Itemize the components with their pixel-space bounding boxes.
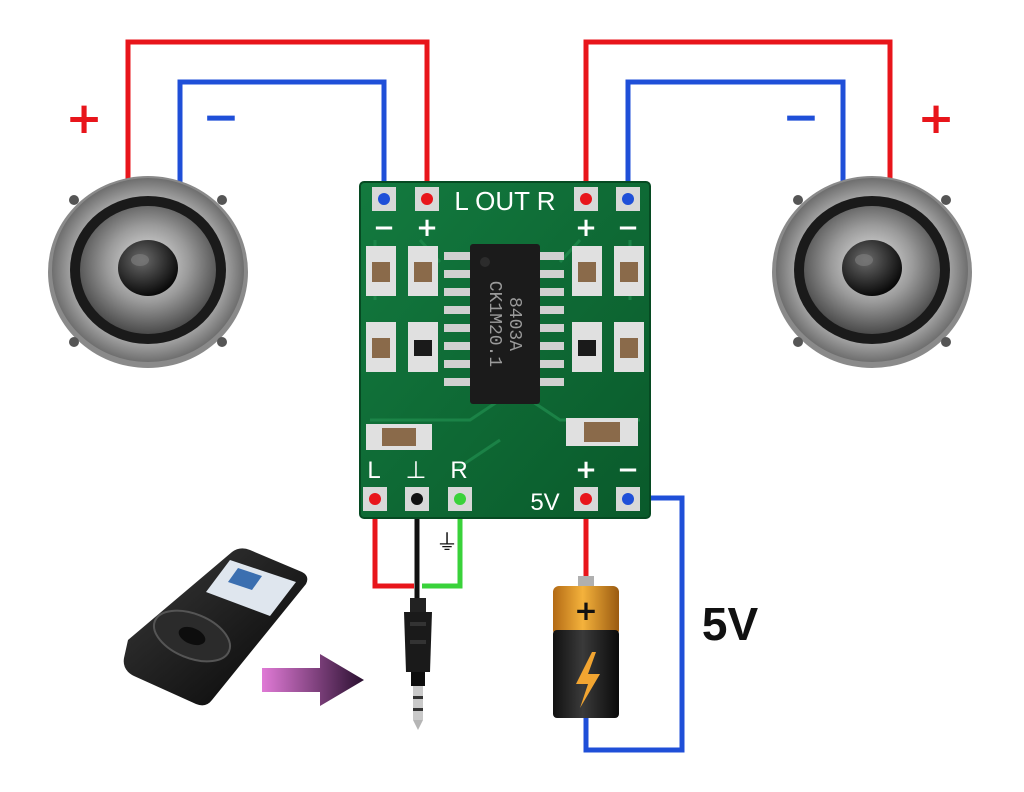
- pin-left-minus-label: −: [373, 213, 395, 243]
- input-pads: [363, 487, 640, 511]
- pin-right-plus-label: +: [575, 213, 597, 243]
- output-label: L OUT R: [454, 186, 555, 216]
- input-right-label: R: [450, 457, 467, 484]
- input-ground-label: ⊥: [406, 457, 427, 484]
- ground-symbol: ⏚: [436, 531, 458, 556]
- battery-plus-label: +: [574, 594, 597, 627]
- right-speaker-minus-sign: −: [783, 92, 820, 143]
- audio-jack: [404, 598, 432, 730]
- right-speaker-plus-sign: +: [918, 93, 955, 144]
- left-speaker-negative-wire: [177, 79, 387, 198]
- input-right-wire: [422, 498, 463, 589]
- input-left-label: L: [367, 457, 380, 484]
- power-voltage-label: 5V: [702, 598, 759, 650]
- amplifier-chip: 8403A CK1M20.1: [444, 244, 564, 404]
- battery: +: [553, 576, 619, 718]
- right-speaker: [772, 176, 972, 368]
- output-pads: [372, 187, 640, 211]
- chip-marking-line1: 8403A: [504, 297, 524, 351]
- supply-voltage-label: 5V: [530, 489, 559, 516]
- pin-right-minus-label: −: [617, 213, 639, 243]
- input-left-wire: [372, 498, 414, 589]
- right-speaker-negative-wire: [625, 79, 846, 198]
- lightning-icon: [576, 652, 600, 708]
- supply-minus-label: −: [617, 455, 639, 485]
- left-speaker-positive-wire: [125, 39, 430, 198]
- player-screen-icon: [228, 568, 262, 590]
- pin-left-plus-label: +: [416, 213, 438, 243]
- wires: [125, 39, 893, 753]
- left-speaker-plus-sign: +: [66, 93, 103, 144]
- chip-marking-line2: CK1M20.1: [484, 281, 504, 367]
- music-player: [123, 548, 308, 706]
- left-speaker: [48, 176, 248, 368]
- left-speaker-minus-sign: −: [203, 92, 240, 143]
- right-speaker-positive-wire: [583, 39, 893, 198]
- signal-arrow-icon: [262, 654, 364, 706]
- smd-components: [366, 246, 644, 450]
- supply-plus-label: +: [575, 455, 597, 485]
- supply-negative-wire: [583, 495, 685, 753]
- amplifier-board: L OUT R − + + −: [359, 181, 651, 519]
